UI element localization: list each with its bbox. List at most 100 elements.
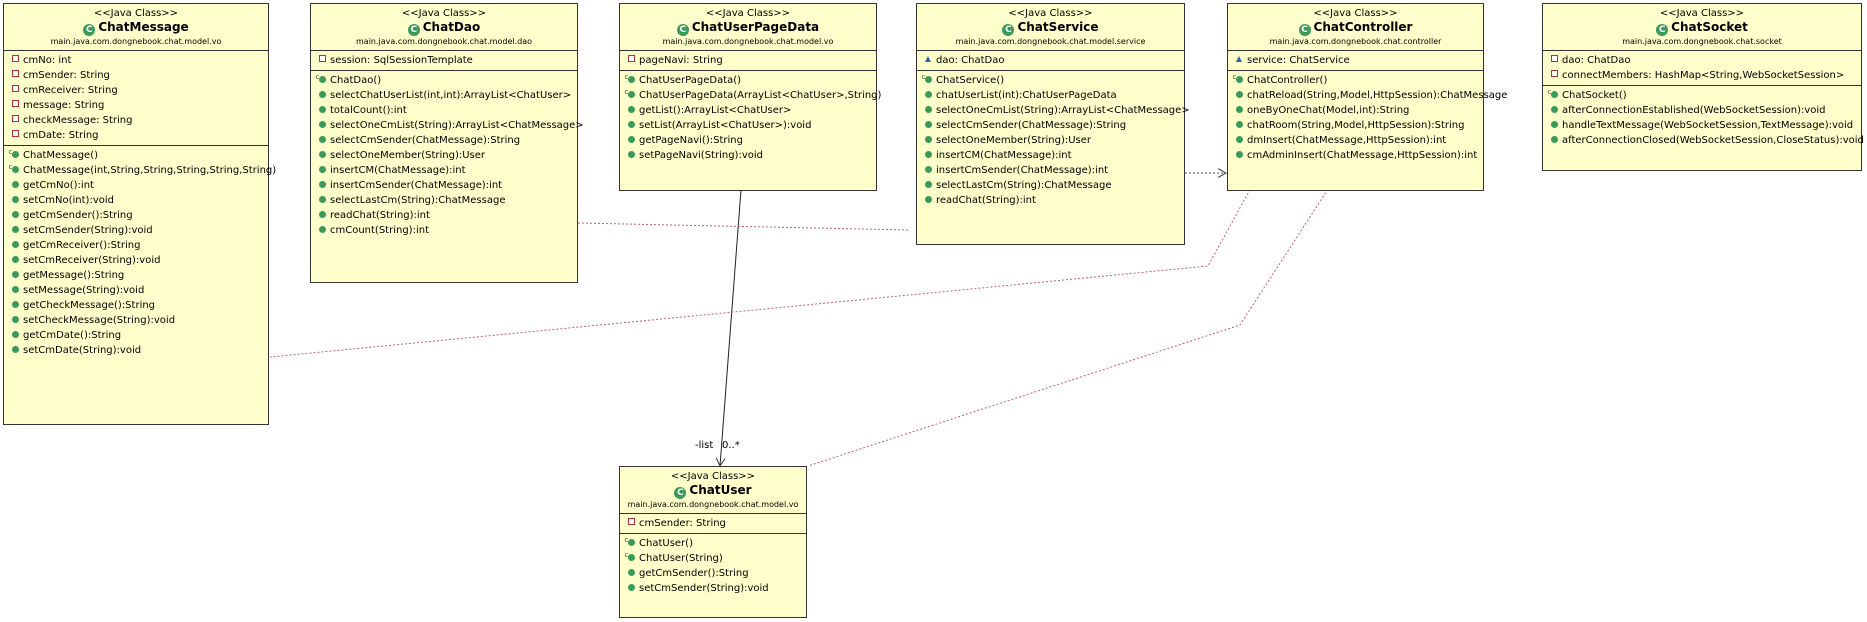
method-row[interactable]: insertCmSender(ChatMessage):int [917,163,1184,178]
method-row[interactable]: ChatMessage(int,String,String,String,Str… [4,160,277,178]
method-row[interactable]: readChat(String):int [311,208,577,223]
method-row[interactable]: setPageNavi(String):void [620,148,876,163]
attribute-row[interactable]: cmReceiver: String [4,83,268,98]
method-row[interactable]: selectChatUserList(int,int):ArrayList<Ch… [311,88,577,103]
public-method-icon [923,118,933,133]
attributes-section: dao: ChatDao [917,51,1184,71]
method-row[interactable]: oneByOneChat(Model,int):String [1228,103,1483,118]
attribute-row[interactable]: cmSender: String [620,516,806,531]
stereotype-label: <<Java Class>> [93,8,179,19]
attribute-row[interactable]: dao: ChatDao [1543,53,1861,68]
method-row[interactable]: chatReload(String,Model,HttpSession):Cha… [1228,88,1507,103]
attribute-row[interactable]: cmNo: int [4,53,268,68]
public-method-icon [626,566,636,581]
method-row[interactable]: getCmReceiver():String [4,238,268,253]
method-row[interactable]: selectOneMember(String):User [311,148,577,163]
public-method-icon [10,238,20,253]
package-field-icon [923,53,933,68]
attribute-row[interactable]: message: String [4,98,268,113]
public-method-icon [317,208,327,223]
attribute-row[interactable]: pageNavi: String [620,53,876,68]
method-row[interactable]: ChatUserPageData(ArrayList<ChatUser>,Str… [620,85,882,103]
public-method-icon [317,148,327,163]
method-row[interactable]: ChatController() [1228,70,1483,88]
method-row[interactable]: cmCount(String):int [311,223,577,238]
method-row[interactable]: getCheckMessage():String [4,298,268,313]
method-row[interactable]: selectOneCmList(String):ArrayList<ChatMe… [311,118,584,133]
attribute-row[interactable]: dao: ChatDao [917,53,1184,68]
method-row[interactable]: getPageNavi():String [620,133,876,148]
method-row[interactable]: selectLastCm(String):ChatMessage [917,178,1184,193]
methods-section: ChatDao() selectChatUserList(int,int):Ar… [311,70,584,240]
method-row[interactable]: afterConnectionClosed(WebSocketSession,C… [1543,133,1864,148]
method-row[interactable]: getCmSender():String [4,208,268,223]
method-row[interactable]: getCmNo():int [4,178,268,193]
public-method-icon [923,178,933,193]
constructor-icon [922,70,933,88]
method-row[interactable]: handleTextMessage(WebSocketSession,TextM… [1543,118,1861,133]
attribute-row[interactable]: checkMessage: String [4,113,268,128]
method-row[interactable]: getMessage():String [4,268,268,283]
method-row[interactable]: selectCmSender(ChatMessage):String [311,133,577,148]
method-row[interactable]: totalCount():int [311,103,577,118]
method-row[interactable]: ChatUser(String) [620,548,806,566]
method-row[interactable]: afterConnectionEstablished(WebSocketSess… [1543,103,1861,118]
method-row[interactable]: ChatDao() [311,70,577,88]
method-row[interactable]: setCmReceiver(String):void [4,253,268,268]
public-method-icon [317,88,327,103]
method-row[interactable]: setCheckMessage(String):void [4,313,268,328]
method-row[interactable]: selectOneCmList(String):ArrayList<ChatMe… [917,103,1190,118]
method-row[interactable]: ChatUserPageData() [620,70,876,88]
attribute-row[interactable]: cmSender: String [4,68,268,83]
methods-section: ChatUser() ChatUser(String) getCmSender(… [620,533,806,598]
method-row[interactable]: insertCM(ChatMessage):int [311,163,577,178]
method-row[interactable]: ChatService() [917,70,1184,88]
method-row[interactable]: setCmNo(int):void [4,193,268,208]
method-row[interactable]: insertCmSender(ChatMessage):int [311,178,577,193]
method-row[interactable]: ChatSocket() [1543,85,1861,103]
package-label: main.java.com.dongnebook.chat.model.serv… [955,37,1146,46]
public-method-icon [317,133,327,148]
method-row[interactable]: ChatMessage() [4,145,268,163]
method-row[interactable]: chatUserList(int):ChatUserPageData [917,88,1184,103]
method-row[interactable]: ChatUser() [620,533,806,551]
method-row[interactable]: setCmDate(String):void [4,343,268,358]
method-row[interactable]: getCmDate():String [4,328,268,343]
attributes-section: service: ChatService [1228,51,1483,71]
method-row[interactable]: setList(ArrayList<ChatUser>):void [620,118,876,133]
method-row[interactable]: setCmSender(String):void [4,223,268,238]
association-multiplicity-label: 0..* [722,440,740,451]
class-icon: C [1656,24,1669,36]
method-row[interactable]: chatRoom(String,Model,HttpSession):Strin… [1228,118,1483,133]
method-row[interactable]: cmAdminInsert(ChatMessage,HttpSession):i… [1228,148,1483,163]
package-label: main.java.com.dongnebook.chat.socket [1622,37,1782,46]
method-row[interactable]: selectCmSender(ChatMessage):String [917,118,1184,133]
attribute-row[interactable]: cmDate: String [4,128,268,143]
method-row[interactable]: getList():ArrayList<ChatUser> [620,103,876,118]
attribute-row[interactable]: session: SqlSessionTemplate [311,53,577,68]
attribute-row[interactable]: connectMembers: HashMap<String,WebSocket… [1543,68,1861,83]
public-method-icon [317,163,327,178]
attribute-row[interactable]: service: ChatService [1228,53,1483,68]
method-row[interactable]: insertCM(ChatMessage):int [917,148,1184,163]
attributes-section: dao: ChatDao connectMembers: HashMap<Str… [1543,51,1861,86]
method-row[interactable]: getCmSender():String [620,566,806,581]
public-method-icon [10,343,20,358]
method-row[interactable]: selectOneMember(String):User [917,133,1184,148]
method-row[interactable]: selectLastCm(String):ChatMessage [311,193,577,208]
method-row[interactable]: dmInsert(ChatMessage,HttpSession):int [1228,133,1483,148]
package-label: main.java.com.dongnebook.chat.model.vo [627,500,799,509]
method-row[interactable]: setCmSender(String):void [620,581,806,596]
method-row[interactable]: setMessage(String):void [4,283,268,298]
method-row[interactable]: readChat(String):int [917,193,1184,208]
